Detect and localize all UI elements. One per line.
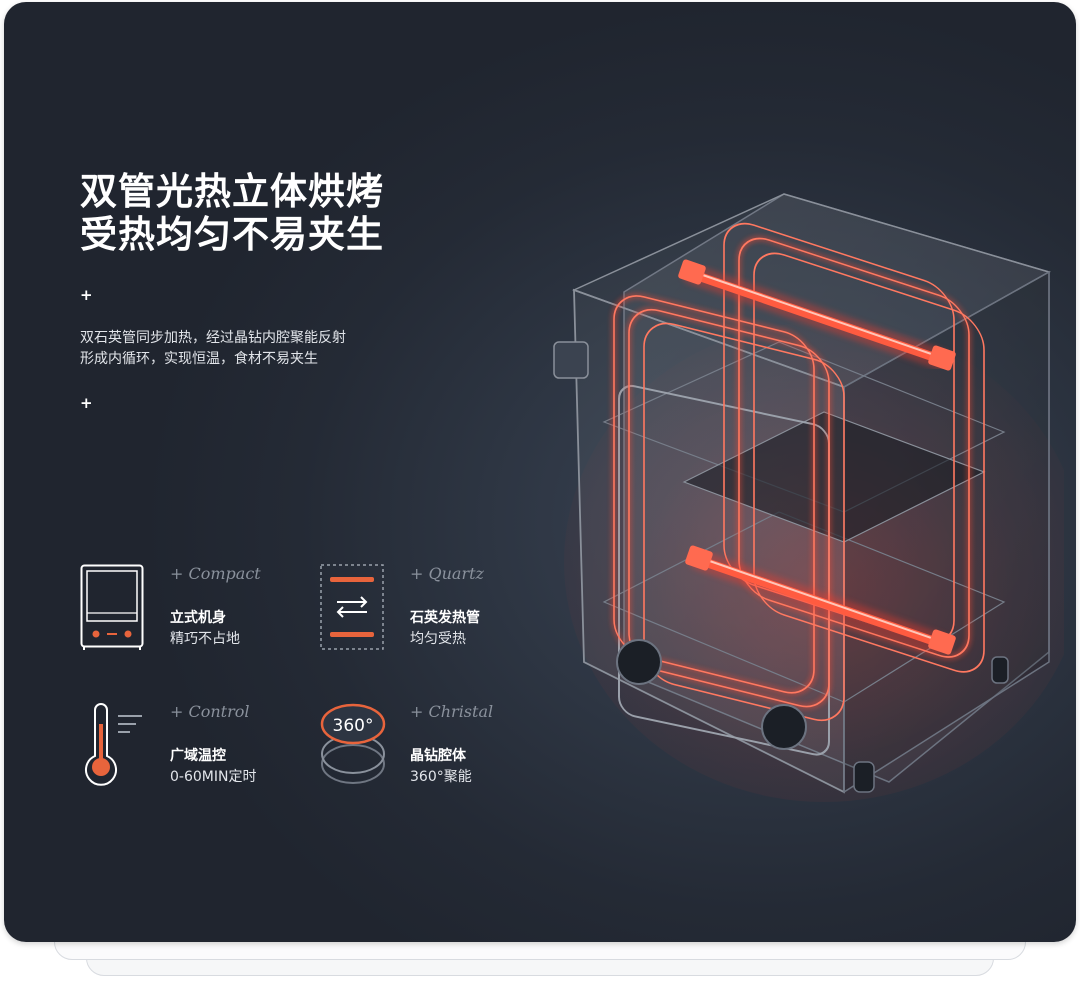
feature-title: 晶钻腔体 bbox=[410, 748, 466, 764]
feature-subtitle: 0-60MIN定时 bbox=[170, 769, 257, 785]
feature-control: + Control 广域温控 0-60MIN定时 bbox=[80, 702, 300, 802]
feature-title: 石英发热管 bbox=[410, 610, 480, 626]
feature-tag: + Quartz bbox=[410, 564, 484, 583]
feature-description: 双石英管同步加热，经过晶钻内腔聚能反射 形成内循环，实现恒温，食材不易夹生 bbox=[80, 328, 346, 370]
feature-christal: 360° + Christal 晶钻腔体 360°聚能 bbox=[320, 702, 540, 802]
headline-line-2: 受热均匀不易夹生 bbox=[80, 213, 384, 256]
description-line-1: 双石英管同步加热，经过晶钻内腔聚能反射 bbox=[80, 330, 346, 346]
rotation-360-icon: 360° bbox=[320, 703, 386, 784]
upper-quartz-tube bbox=[678, 259, 956, 371]
feature-subtitle: 均匀受热 bbox=[410, 631, 466, 647]
product-feature-panel: 双管光热立体烘烤 受热均匀不易夹生 + 双石英管同步加热，经过晶钻内腔聚能反射 … bbox=[4, 2, 1076, 942]
headline: 双管光热立体烘烤 受热均匀不易夹生 bbox=[80, 170, 384, 256]
feature-tag: + Control bbox=[170, 702, 250, 721]
feature-compact: + Compact 立式机身 精巧不占地 bbox=[80, 564, 300, 664]
rotation-360-label: 360° bbox=[333, 716, 374, 736]
lower-quartz-tube bbox=[685, 545, 956, 655]
feature-tag: + Christal bbox=[410, 702, 494, 721]
feature-title: 立式机身 bbox=[170, 610, 226, 626]
feature-tag: + Compact bbox=[170, 564, 261, 583]
feature-subtitle: 精巧不占地 bbox=[170, 631, 240, 647]
oven-icon bbox=[80, 564, 144, 650]
feature-subtitle: 360°聚能 bbox=[410, 769, 472, 785]
thermometer-icon bbox=[85, 703, 142, 786]
plus-marker-top: + bbox=[80, 286, 93, 304]
feature-quartz: + Quartz 石英发热管 均匀受热 bbox=[320, 564, 540, 664]
oven-product-image bbox=[553, 193, 1064, 802]
feature-title: 广域温控 bbox=[170, 748, 226, 764]
quartz-tube-icon bbox=[320, 564, 384, 650]
headline-line-1: 双管光热立体烘烤 bbox=[80, 170, 384, 213]
plus-marker-bottom: + bbox=[80, 394, 93, 412]
description-line-2: 形成内循环，实现恒温，食材不易夹生 bbox=[80, 351, 318, 367]
